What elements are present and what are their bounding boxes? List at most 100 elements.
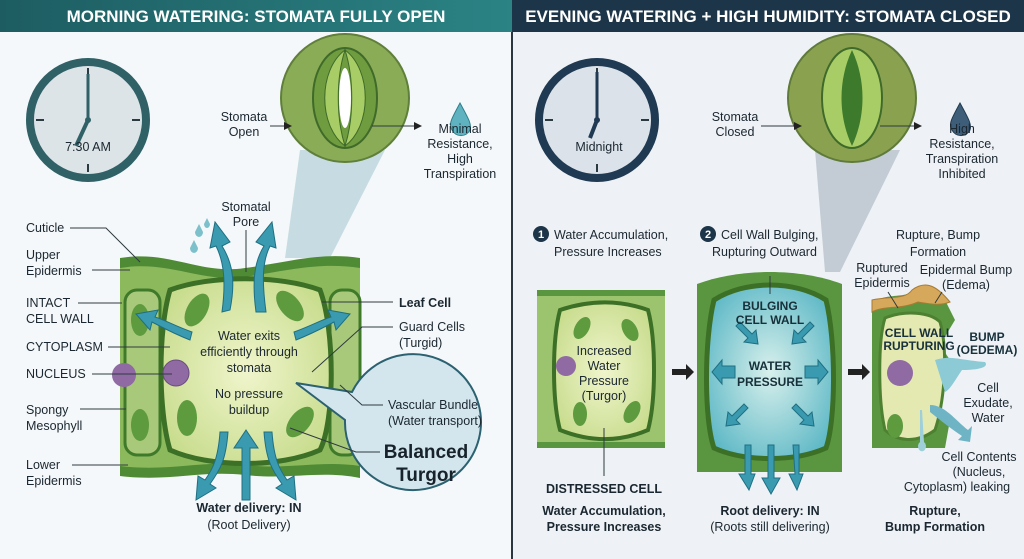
center-text: Water exits efficiently through stomata … xyxy=(200,329,298,417)
svg-text:Transpiration: Transpiration xyxy=(926,152,999,166)
svg-text:Water exits: Water exits xyxy=(218,329,280,343)
cell3-labels: Ruptured Epidermis Epidermal Bump (Edema… xyxy=(854,261,1017,494)
svg-text:CYTOPLASM: CYTOPLASM xyxy=(26,340,103,354)
svg-text:Ruptured: Ruptured xyxy=(856,261,907,275)
svg-text:Epidermal Bump: Epidermal Bump xyxy=(920,263,1012,277)
svg-text:Epidermis: Epidermis xyxy=(26,264,82,278)
svg-text:Transpiration: Transpiration xyxy=(424,167,497,181)
svg-text:CELL WALL: CELL WALL xyxy=(885,326,953,340)
svg-text:Water Accumulation,: Water Accumulation, xyxy=(554,228,668,242)
clock-icon xyxy=(535,58,659,182)
svg-text:Stomatal: Stomatal xyxy=(221,200,270,214)
svg-text:(Water transport): (Water transport) xyxy=(388,414,482,428)
step-2-heading: 2 Cell Wall Bulging, Rupturing Outward xyxy=(700,226,819,259)
right-side-labels: Leaf Cell Guard Cells (Turgid) Vascular … xyxy=(289,296,482,453)
svg-text:BULGING: BULGING xyxy=(742,299,797,313)
svg-text:(Nucleus,: (Nucleus, xyxy=(953,465,1006,479)
svg-text:NUCLEUS: NUCLEUS xyxy=(26,367,86,381)
stoma-closed-icon xyxy=(787,33,917,163)
step-1-heading: 1 Water Accumulation, Pressure Increases xyxy=(533,226,668,259)
stoma-open-icon xyxy=(280,33,410,163)
svg-text:Formation: Formation xyxy=(910,245,966,259)
svg-text:Epidermis: Epidermis xyxy=(26,474,82,488)
left-side-labels: Cuticle Upper Epidermis INTACT CELL WALL… xyxy=(26,221,172,488)
svg-text:Minimal: Minimal xyxy=(438,122,481,136)
step-3-heading: Rupture, Bump Formation xyxy=(896,228,980,259)
clock-time: 7:30 AM xyxy=(65,140,111,154)
svg-text:Vascular Bundle: Vascular Bundle xyxy=(388,398,478,412)
svg-text:Exudate,: Exudate, xyxy=(963,396,1012,410)
right-title: EVENING WATERING + HIGH HUMIDITY: STOMAT… xyxy=(525,7,1011,26)
svg-text:Pressure: Pressure xyxy=(579,374,629,388)
cell1-bottom-label: Pressure Increases xyxy=(547,520,662,534)
svg-text:Cell Wall Bulging,: Cell Wall Bulging, xyxy=(721,228,819,242)
svg-text:Cell: Cell xyxy=(977,381,999,395)
root-delivery-label: Root delivery: IN xyxy=(720,504,819,518)
svg-text:RUPTURING: RUPTURING xyxy=(883,339,954,353)
clock-icon xyxy=(26,58,150,182)
svg-text:(Edema): (Edema) xyxy=(942,278,990,292)
svg-text:Spongy: Spongy xyxy=(26,403,69,417)
distressed-cell-caption: DISTRESSED CELL xyxy=(546,482,662,496)
svg-text:Rupture, Bump: Rupture, Bump xyxy=(896,228,980,242)
stomata-closed-label: Closed xyxy=(716,125,755,139)
svg-text:buildup: buildup xyxy=(229,403,269,417)
rupture-bottom-label: Rupture, xyxy=(909,504,960,518)
leaf-cross-section xyxy=(112,256,362,478)
high-resistance-label: High Resistance, Transpiration Inhibited xyxy=(926,122,999,181)
svg-text:(Turgor): (Turgor) xyxy=(582,389,627,403)
svg-text:CELL WALL: CELL WALL xyxy=(26,312,94,326)
stomata-open-label: Open xyxy=(229,125,260,139)
bulging-cell xyxy=(697,272,842,496)
svg-text:2: 2 xyxy=(705,229,711,241)
svg-text:Rupturing Outward: Rupturing Outward xyxy=(712,245,817,259)
svg-text:1: 1 xyxy=(538,229,544,241)
balanced-turgor-callout xyxy=(295,353,482,492)
svg-text:Mesophyll: Mesophyll xyxy=(26,419,82,433)
svg-text:Upper: Upper xyxy=(26,248,60,262)
svg-text:Pressure Increases: Pressure Increases xyxy=(554,245,662,259)
svg-text:Guard Cells: Guard Cells xyxy=(399,320,465,334)
svg-text:Water: Water xyxy=(588,359,621,373)
svg-text:No pressure: No pressure xyxy=(215,387,283,401)
svg-text:INTACT: INTACT xyxy=(26,296,71,310)
left-title: MORNING WATERING: STOMATA FULLY OPEN xyxy=(67,7,446,26)
svg-text:Epidermis: Epidermis xyxy=(854,276,910,290)
water-delivery-label: Water delivery: IN xyxy=(196,501,301,515)
svg-text:efficiently through: efficiently through xyxy=(200,345,298,359)
svg-text:High: High xyxy=(949,122,975,136)
water-drop-icon xyxy=(949,101,971,137)
cell1-text: Increased Water Pressure (Turgor) xyxy=(577,344,631,476)
stomata-open-label: Stomata xyxy=(221,110,268,124)
svg-text:Resistance,: Resistance, xyxy=(427,137,492,151)
svg-text:stomata: stomata xyxy=(227,361,272,375)
svg-text:Cytoplasm) leaking: Cytoplasm) leaking xyxy=(904,480,1010,494)
callout-text: Balanced xyxy=(384,442,468,463)
minimal-resistance-label: Minimal Resistance, High Transpiration xyxy=(424,122,497,181)
root-delivery-sub: (Roots still delivering) xyxy=(710,520,829,534)
callout-text: Turgor xyxy=(396,465,456,486)
svg-text:High: High xyxy=(447,152,473,166)
distressed-cell xyxy=(537,290,665,448)
clock-time: Midnight xyxy=(575,140,623,154)
arrow-right-icon xyxy=(848,364,870,380)
svg-text:PRESSURE: PRESSURE xyxy=(737,375,803,389)
svg-text:Inhibited: Inhibited xyxy=(938,167,985,181)
svg-text:Lower: Lower xyxy=(26,458,60,472)
svg-text:BUMP: BUMP xyxy=(969,330,1004,344)
svg-text:Water: Water xyxy=(972,411,1005,425)
stomata-closed-label: Stomata xyxy=(712,110,759,124)
svg-text:WATER: WATER xyxy=(749,359,792,373)
svg-text:(OEDEMA): (OEDEMA) xyxy=(957,343,1018,357)
right-header xyxy=(512,0,1024,32)
svg-text:Cell Contents: Cell Contents xyxy=(941,450,1016,464)
svg-text:Pore: Pore xyxy=(233,215,259,229)
water-drop-icon xyxy=(449,101,471,137)
water-delivery-sub: (Root Delivery) xyxy=(207,518,290,532)
svg-text:Cuticle: Cuticle xyxy=(26,221,64,235)
cell1-bottom-label: Water Accumulation, xyxy=(542,504,665,518)
left-header xyxy=(0,0,512,32)
ruptured-cell xyxy=(871,284,986,452)
